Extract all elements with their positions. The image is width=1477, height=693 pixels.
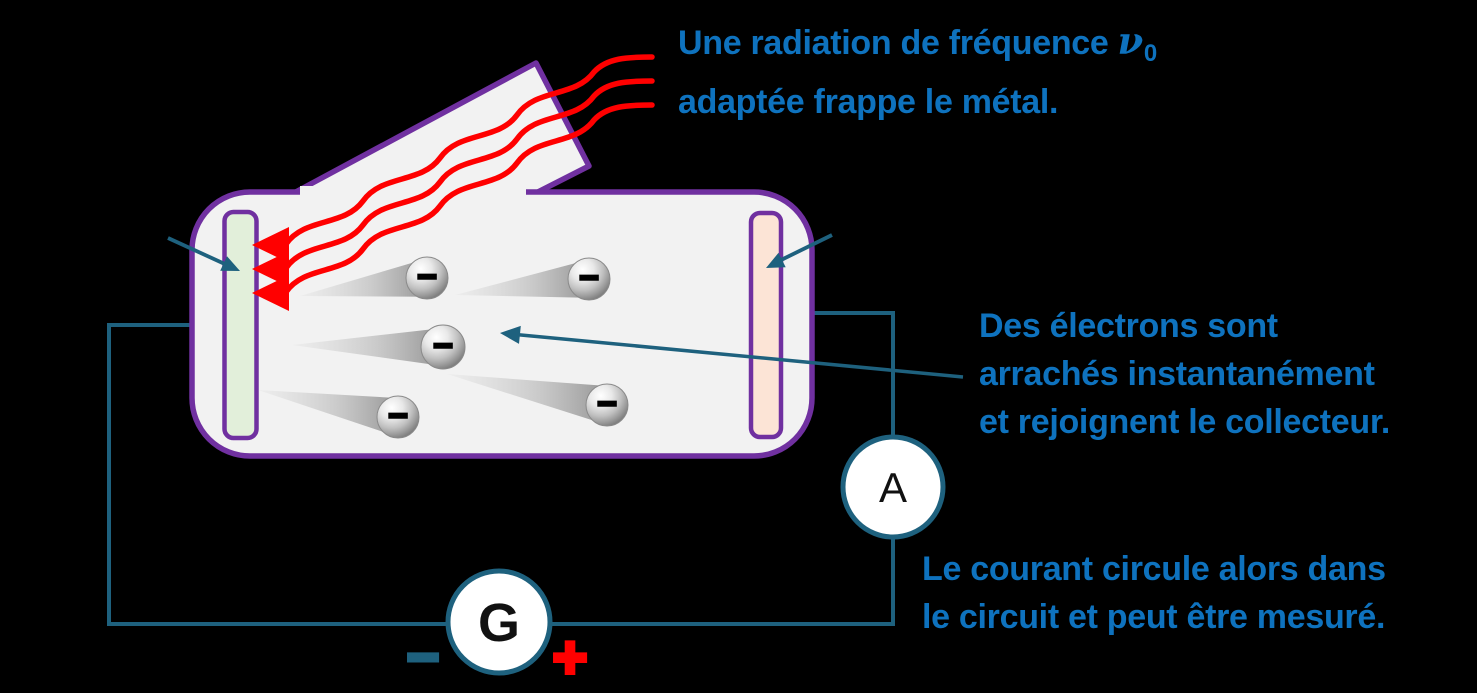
radiation-waves bbox=[283, 54, 655, 295]
electron bbox=[376, 395, 420, 439]
generator-label: G bbox=[478, 593, 520, 653]
electron-charge-symbol: − bbox=[597, 385, 617, 423]
tube-window-funnel bbox=[289, 60, 592, 197]
ammeter-label: A bbox=[879, 464, 907, 511]
emitter-plate bbox=[222, 209, 259, 441]
electron-charge-symbol: − bbox=[433, 327, 453, 365]
current-annotation-line2: le circuit et peut être mesuré. bbox=[922, 598, 1386, 636]
electron-trail bbox=[258, 390, 402, 436]
collector-pointer-arrowhead bbox=[766, 252, 786, 268]
electron-trail bbox=[300, 259, 430, 297]
radiation-arrowhead bbox=[252, 275, 289, 311]
electron-trail bbox=[447, 374, 611, 424]
emitter-pointer-arrow bbox=[167, 236, 228, 267]
annotation-arrows bbox=[167, 233, 964, 379]
electron bbox=[420, 324, 466, 370]
generator-minus-symbol: − bbox=[407, 625, 440, 688]
radiation-wave bbox=[283, 102, 655, 295]
radiation-annotation-line2: adaptée frappe le métal. bbox=[678, 83, 1059, 121]
frequency-subscript: 0 bbox=[1143, 40, 1157, 67]
radiation-annotation-text: Une radiation de fréquence bbox=[678, 24, 1109, 62]
radiation-arrowhead bbox=[252, 227, 289, 263]
electron-charge-symbol: − bbox=[579, 259, 599, 297]
electron-trail bbox=[455, 260, 592, 298]
electrons-annotation: Des électrons sont arrachés instantanéme… bbox=[979, 302, 1390, 446]
electron-charge-symbol: − bbox=[388, 397, 408, 435]
electrons-annotation-arrowhead bbox=[500, 325, 521, 344]
collector-plate bbox=[748, 210, 784, 440]
electrons: − − − − − bbox=[376, 256, 629, 439]
generator-plus-symbol: + bbox=[552, 624, 587, 691]
ammeter bbox=[840, 434, 946, 540]
radiation-arrowheads bbox=[252, 227, 289, 311]
electron-trail bbox=[292, 328, 444, 366]
frequency-symbol: ν bbox=[1117, 19, 1144, 63]
radiation-wave bbox=[283, 54, 655, 247]
electrons-annotation-line3: et rejoignent le collecteur. bbox=[979, 403, 1391, 441]
electrons-annotation-line2: arrachés instantanément bbox=[979, 355, 1375, 393]
current-annotation-line1: Le courant circule alors dans bbox=[922, 550, 1386, 588]
electron-charge-symbol: − bbox=[417, 258, 437, 296]
current-annotation: Le courant circule alors dans le circuit… bbox=[922, 545, 1386, 641]
electron bbox=[405, 256, 449, 300]
emitter-pointer-arrowhead bbox=[220, 256, 240, 271]
electron-trails bbox=[258, 259, 611, 436]
collector-pointer-arrow bbox=[778, 233, 833, 263]
generator bbox=[445, 568, 553, 676]
electrons-annotation-line1: Des électrons sont bbox=[979, 307, 1278, 345]
electron bbox=[567, 257, 611, 301]
electrons-annotation-arrow bbox=[516, 332, 964, 379]
radiation-arrowhead bbox=[252, 251, 289, 287]
radiation-wave bbox=[283, 78, 655, 271]
electron bbox=[585, 383, 629, 427]
